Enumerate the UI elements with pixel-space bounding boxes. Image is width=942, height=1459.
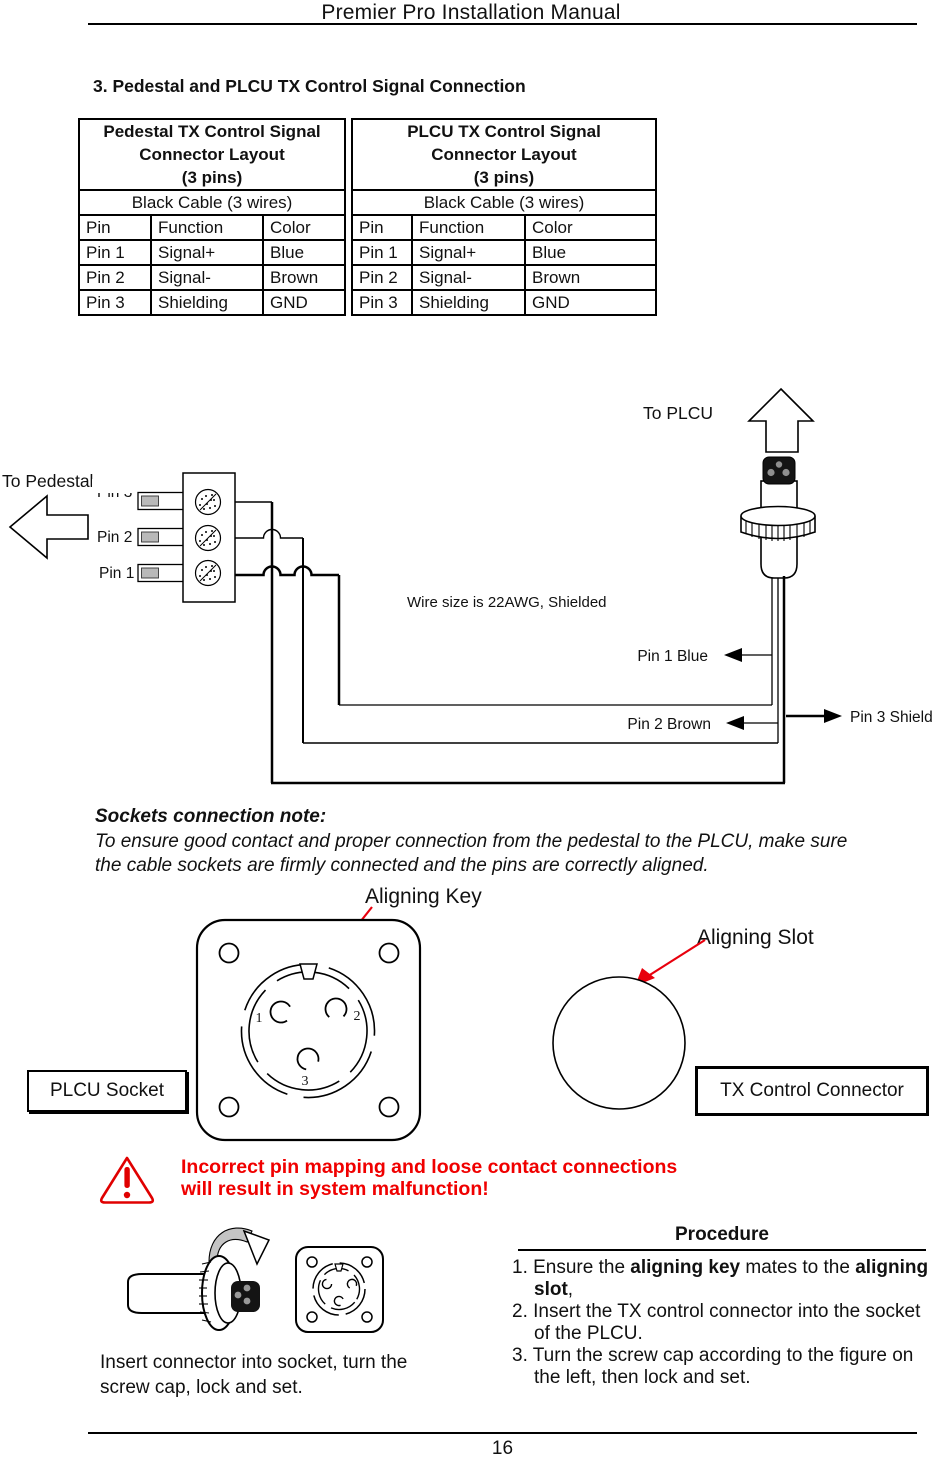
- aligning-slot-label: Aligning Slot: [697, 926, 814, 949]
- warning-icon: [99, 1156, 155, 1204]
- column-header: Function: [411, 214, 526, 241]
- connector-tip: [762, 456, 796, 485]
- warning-line1: Incorrect pin mapping and loose contact …: [181, 1156, 678, 1178]
- socket-pin1-number: 1: [256, 1011, 263, 1026]
- table-cell: Blue: [524, 239, 657, 266]
- to-pedestal-label: To Pedestal: [2, 471, 93, 491]
- aligning-slot-arrow: [644, 939, 706, 979]
- table-title: Pedestal TX Control Signal Connector Lay…: [77, 118, 347, 191]
- table-row: Pin 3 Shielding GND: [78, 289, 347, 316]
- procedure-heading: Procedure: [518, 1224, 926, 1251]
- socket-small: [295, 1246, 384, 1333]
- footer-rule: [88, 1432, 917, 1434]
- pin-lead: [137, 563, 186, 583]
- table-cell: GND: [524, 289, 657, 316]
- table-row: Pin 3 Shielding GND: [351, 289, 657, 316]
- aligning-key-label: Aligning Key: [365, 885, 482, 908]
- warning-line2: will result in system malfunction!: [181, 1177, 489, 1200]
- table-cell: Brown: [524, 264, 657, 291]
- table-row: Pin 1 Signal+ Blue: [351, 239, 657, 266]
- to-plcu-label: To PLCU: [643, 403, 713, 423]
- up-arrow: [747, 387, 815, 453]
- table-cell: Pin 1: [78, 239, 152, 266]
- tx-connector-callout-box: TX Control Connector: [695, 1066, 929, 1116]
- plcu-cable-connector: [740, 456, 816, 579]
- table-row: Pin 2 Signal- Brown: [351, 264, 657, 291]
- table-cell: Signal-: [150, 264, 264, 291]
- table-cell: Signal+: [150, 239, 264, 266]
- wiring-diagram: To PLCU To Pedestal P: [2, 387, 933, 785]
- column-header: Color: [261, 214, 347, 241]
- plcu-socket-callout-label: PLCU Socket: [49, 1080, 165, 1101]
- column-header: Pin: [78, 214, 152, 241]
- table-cell: Shielding: [411, 289, 526, 316]
- table-subheader: Black Cable (3 wires): [77, 189, 347, 216]
- pin2-wire-label: Pin 2 Brown: [627, 716, 711, 733]
- wire-callouts: Pin 1 Blue Pin 2 Brown Pin 3 Shield: [627, 648, 933, 733]
- pin1-label: Pin 1: [99, 565, 134, 582]
- pin3-label-mask: [92, 479, 137, 493]
- pin1-wire-label: Pin 1 Blue: [637, 648, 708, 665]
- table-cell: Signal-: [411, 264, 526, 291]
- note-heading: Sockets connection note:: [95, 806, 327, 827]
- procedure-step-1: 1. Ensure the aligning key mates to the …: [512, 1257, 929, 1300]
- left-arrow: [8, 494, 89, 560]
- table-cell: Pin 2: [78, 264, 152, 291]
- sockets-note: Sockets connection note: To ensure good …: [95, 806, 860, 878]
- table-cell: Pin 3: [78, 289, 152, 316]
- table-cell: GND: [261, 289, 347, 316]
- table-cell: Signal+: [411, 239, 526, 266]
- pin2-label: Pin 2: [97, 529, 132, 546]
- figure-caption: Insert connector into socket, turn the s…: [100, 1352, 408, 1398]
- plcu-socket-drawing: 1 2 3: [195, 918, 422, 1142]
- aligning-key-notch: [299, 963, 318, 980]
- table-cell: Brown: [261, 264, 347, 291]
- connector-body: [127, 1273, 207, 1314]
- table-row: Pin 1 Signal+ Blue: [78, 239, 347, 266]
- table-title: PLCU TX Control Signal Connector Layout …: [351, 118, 657, 191]
- procedure-steps: 1. Ensure the aligning key mates to the …: [512, 1257, 940, 1389]
- header-rule: [88, 23, 917, 25]
- tx-connector-callout-label: TX Control Connector: [720, 1080, 904, 1101]
- alignment-diagram: Aligning Key 1 2 3 Aligning Slot: [195, 885, 814, 1142]
- connector-pins: [767, 461, 790, 477]
- table-cell: Pin 3: [351, 289, 413, 316]
- column-header: Pin: [351, 214, 413, 241]
- warning-text: Incorrect pin mapping and loose contact …: [181, 1156, 741, 1200]
- connector-insertion-figure: [127, 1227, 384, 1333]
- pedestal-signal-table: Pedestal TX Control Signal Connector Lay…: [77, 118, 347, 316]
- pedestal-terminal-block: Pin 3 Pin 2 Pin 1: [92, 472, 236, 603]
- procedure-step-3: 3. Turn the screw cap according to the f…: [512, 1345, 914, 1388]
- table-row: Pin 2 Signal- Brown: [78, 264, 347, 291]
- plcu-signal-table: PLCU TX Control Signal Connector Layout …: [351, 118, 657, 316]
- plcu-socket-callout-box: PLCU Socket: [27, 1070, 187, 1112]
- rotation-arrowhead: [242, 1229, 271, 1266]
- pin-lead: [137, 491, 186, 511]
- socket-pin2-number: 2: [354, 1009, 361, 1024]
- nut-ribs: [745, 521, 811, 541]
- procedure-step-2: 2. Insert the TX control connector into …: [512, 1301, 921, 1344]
- socket-pin3-number: 3: [302, 1074, 309, 1089]
- table-cell: Blue: [261, 239, 347, 266]
- connector-tip-side: [231, 1281, 260, 1312]
- column-header: Function: [150, 214, 264, 241]
- table-subheader: Black Cable (3 wires): [351, 189, 657, 216]
- table-cell: Shielding: [150, 289, 264, 316]
- cable-wires: [235, 501, 786, 785]
- column-header: Color: [524, 214, 657, 241]
- wire-size-note: Wire size is 22AWG, Shielded: [407, 594, 607, 611]
- table-cell: Pin 1: [351, 239, 413, 266]
- page-header-title: Premier Pro Installation Manual: [321, 1, 621, 24]
- table-cell: Pin 2: [351, 264, 413, 291]
- pin3-wire-label: Pin 3 Shield: [850, 709, 933, 726]
- pin-lead: [137, 527, 186, 547]
- tx-connector-face: [552, 976, 686, 1110]
- section-title: 3. Pedestal and PLCU TX Control Signal C…: [93, 76, 526, 96]
- page-number: 16: [491, 1438, 514, 1459]
- note-body: To ensure good contact and proper connec…: [95, 831, 848, 876]
